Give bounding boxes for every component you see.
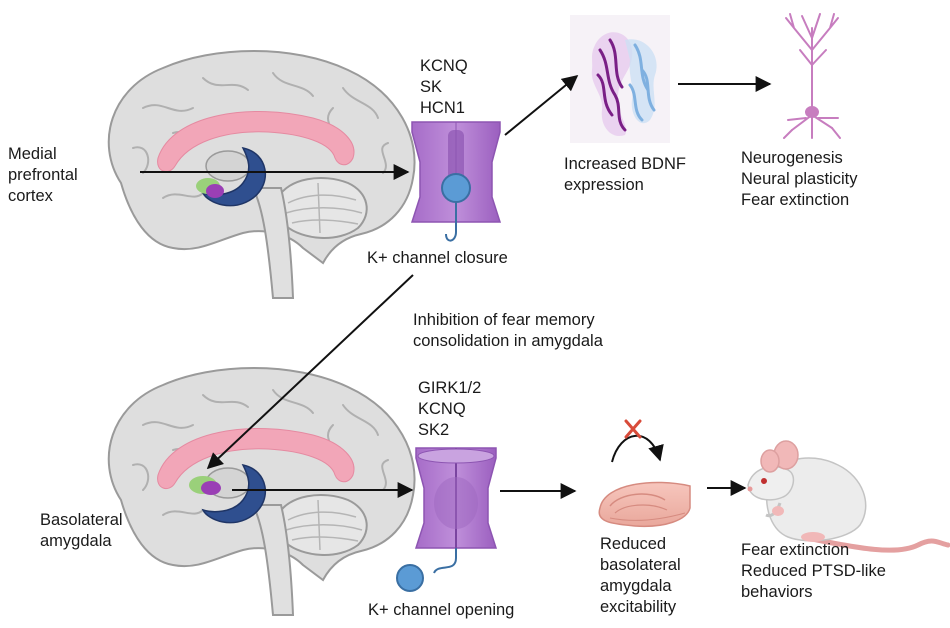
bottom-brain-icon xyxy=(107,367,416,616)
top-brain-icon xyxy=(107,50,416,299)
amygdala-tissue-icon xyxy=(598,481,691,528)
blocked-x-icon xyxy=(624,419,642,439)
mouse-icon xyxy=(747,440,950,553)
bottom-outcomes: Fear extinction Reduced PTSD-like behavi… xyxy=(741,541,886,601)
arrow-to-amygdala xyxy=(206,274,414,470)
amygdala-caption: Reduced basolateral amygdala excitabilit… xyxy=(600,535,681,616)
top-outcomes: Neurogenesis Neural plasticity Fear exti… xyxy=(741,149,858,209)
bottom-channel-caption: K+ channel opening xyxy=(368,601,515,619)
bottom-channel-list: GIRK1/2 KCNQ SK2 xyxy=(418,379,482,439)
mpfc-label: Medial prefrontal cortex xyxy=(8,145,78,205)
bdnf-protein-icon xyxy=(570,15,670,143)
bottom-ion-channel-icon xyxy=(396,447,498,592)
top-ion-channel-icon xyxy=(410,121,502,242)
neuron-icon xyxy=(783,13,841,139)
bdnf-caption: Increased BDNF expression xyxy=(564,155,686,194)
bla-label: Basolateral amygdala xyxy=(40,511,123,550)
top-channel-list: KCNQ SK HCN1 xyxy=(420,57,468,117)
blocked-feedback-arrow xyxy=(611,434,664,463)
arrow-channel-to-bdnf xyxy=(504,74,579,136)
inhibition-caption: Inhibition of fear memory consolidation … xyxy=(413,311,603,350)
top-channel-caption: K+ channel closure xyxy=(367,249,508,267)
